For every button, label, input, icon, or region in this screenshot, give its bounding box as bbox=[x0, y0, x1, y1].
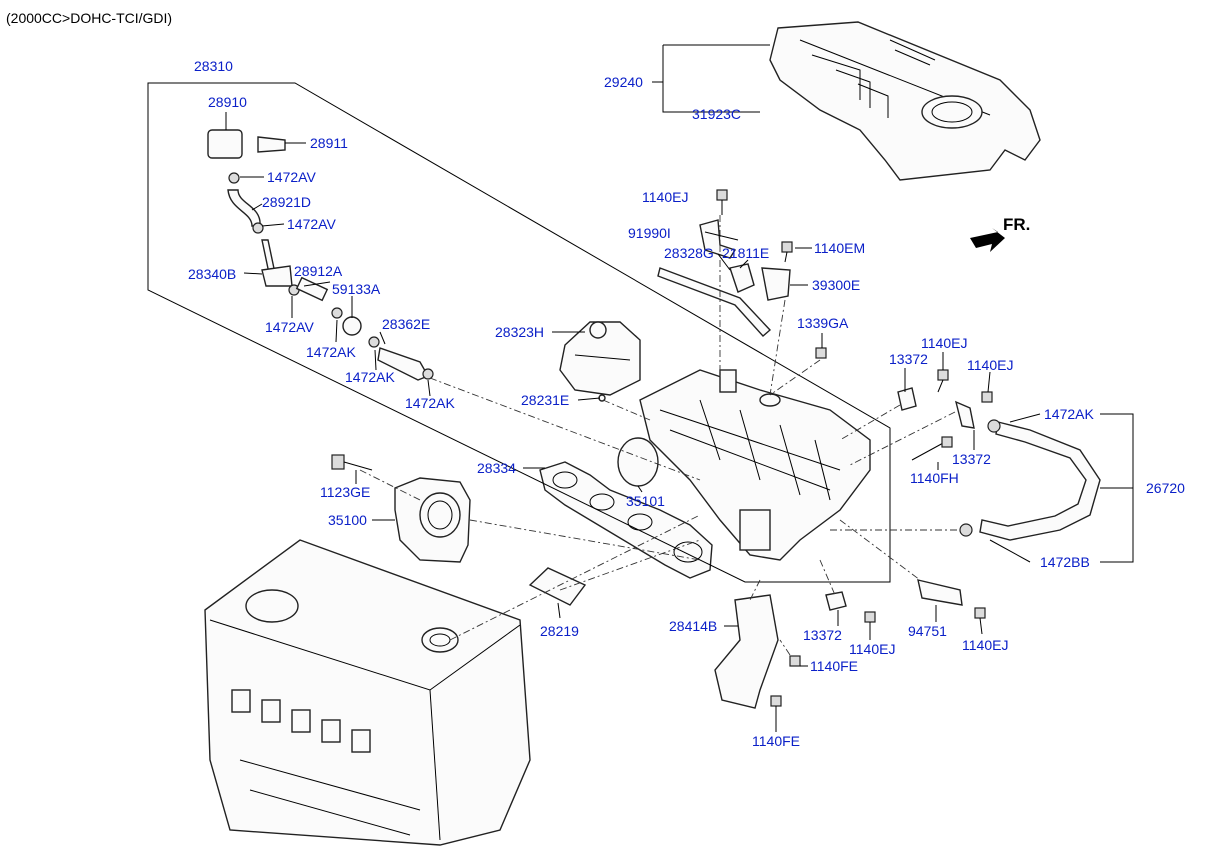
support-bracket-drawing bbox=[714, 594, 779, 709]
part-label-1140FE-b[interactable]: 1140FE bbox=[752, 733, 800, 749]
part-label-39300E[interactable]: 39300E bbox=[812, 277, 860, 293]
part-label-1140EJ-c[interactable]: 1140EJ bbox=[967, 357, 1013, 373]
part-label-1472AK-a[interactable]: 1472AK bbox=[306, 344, 356, 360]
front-direction-label: FR. bbox=[1003, 215, 1030, 234]
part-label-29240[interactable]: 29240 bbox=[604, 74, 643, 90]
throttle-body-drawing bbox=[394, 477, 471, 563]
part-label-1140EJ-a[interactable]: 1140EJ bbox=[642, 189, 688, 205]
part-label-28310[interactable]: 28310 bbox=[194, 58, 233, 74]
o-ring-35101-drawing bbox=[617, 437, 659, 487]
part-label-28912A[interactable]: 28912A bbox=[294, 263, 343, 279]
part-label-28414B[interactable]: 28414B bbox=[669, 618, 717, 634]
part-label-1472AK-c[interactable]: 1472AK bbox=[405, 395, 455, 411]
bolt-drawings bbox=[598, 189, 993, 720]
part-label-21811E[interactable]: 21811E bbox=[722, 245, 769, 261]
part-label-28340B[interactable]: 28340B bbox=[188, 266, 236, 282]
part-label-1472AK-b[interactable]: 1472AK bbox=[345, 369, 395, 385]
intake-manifold-drawing bbox=[639, 369, 871, 561]
part-label-94751[interactable]: 94751 bbox=[908, 623, 947, 639]
bracket-13372-b-drawing bbox=[954, 400, 975, 429]
part-label-28231E[interactable]: 28231E bbox=[521, 392, 569, 408]
part-label-1472BB[interactable]: 1472BB bbox=[1040, 554, 1090, 570]
part-label-31923C[interactable]: 31923C bbox=[692, 106, 741, 122]
part-label-35101[interactable]: 35101 bbox=[626, 493, 665, 509]
assembly-group-frame bbox=[147, 82, 891, 583]
pcv-valve-21811E-drawing bbox=[729, 263, 755, 293]
part-label-28334[interactable]: 28334 bbox=[477, 460, 516, 476]
leader-lines bbox=[225, 44, 1134, 732]
part-label-28911[interactable]: 28911 bbox=[310, 135, 348, 151]
part-label-13372-b[interactable]: 13372 bbox=[952, 451, 991, 467]
part-label-1140FH[interactable]: 1140FH bbox=[910, 470, 959, 486]
engine-cover-drawing bbox=[769, 21, 1041, 181]
manifold-gasket-drawing bbox=[539, 461, 713, 579]
part-label-1472AV-b[interactable]: 1472AV bbox=[287, 216, 336, 232]
part-label-1123GE[interactable]: 1123GE bbox=[320, 484, 370, 500]
map-sensor-39300E-drawing bbox=[761, 267, 791, 301]
part-label-35100[interactable]: 35100 bbox=[328, 512, 367, 528]
part-label-91990I[interactable]: 91990I bbox=[628, 225, 671, 241]
cylinder-head-drawing bbox=[204, 539, 531, 846]
part-label-1472AV-c[interactable]: 1472AV bbox=[265, 319, 314, 335]
part-label-28323H[interactable]: 28323H bbox=[495, 324, 544, 340]
part-label-1472AK-d[interactable]: 1472AK bbox=[1044, 406, 1094, 422]
bracket-91990I-drawing bbox=[699, 219, 737, 259]
part-label-1140EJ-b[interactable]: 1140EJ bbox=[921, 335, 967, 351]
diagram-variant-caption: (2000CC>DOHC-TCI/GDI) bbox=[6, 10, 173, 26]
part-label-1140EJ-d[interactable]: 1140EJ bbox=[849, 641, 895, 657]
part-label-28921D[interactable]: 28921D bbox=[262, 194, 311, 210]
coolant-hose-drawing bbox=[979, 421, 1101, 541]
breather-hose-28328G-drawing bbox=[657, 267, 772, 337]
part-label-1472AV-a[interactable]: 1472AV bbox=[267, 169, 316, 185]
part-label-28219[interactable]: 28219 bbox=[540, 623, 579, 639]
part-label-26720[interactable]: 26720 bbox=[1146, 480, 1185, 496]
part-label-1140FE-a[interactable]: 1140FE bbox=[810, 658, 858, 674]
part-label-13372-c[interactable]: 13372 bbox=[803, 627, 842, 643]
bracket-94751-drawing bbox=[917, 579, 963, 606]
bracket-13372-c-drawing bbox=[825, 591, 847, 611]
part-label-1339GA[interactable]: 1339GA bbox=[797, 315, 849, 331]
part-label-28328G[interactable]: 28328G bbox=[664, 245, 714, 261]
part-label-13372-a[interactable]: 13372 bbox=[889, 351, 928, 367]
part-label-28910[interactable]: 28910 bbox=[208, 94, 247, 110]
part-label-59133A[interactable]: 59133A bbox=[332, 281, 381, 297]
actuator-drawing bbox=[559, 321, 641, 396]
part-label-28362E[interactable]: 28362E bbox=[382, 316, 430, 332]
part-label-1140EJ-e[interactable]: 1140EJ bbox=[962, 637, 1008, 653]
bracket-13372-a-drawing bbox=[897, 387, 917, 411]
alignment-lines bbox=[359, 215, 960, 656]
bolt-1123GE-drawing bbox=[331, 454, 373, 471]
front-direction-arrow bbox=[970, 228, 1005, 252]
pcv-hose-assembly-drawing bbox=[207, 129, 434, 381]
part-label-1140EM[interactable]: 1140EM bbox=[814, 240, 865, 256]
